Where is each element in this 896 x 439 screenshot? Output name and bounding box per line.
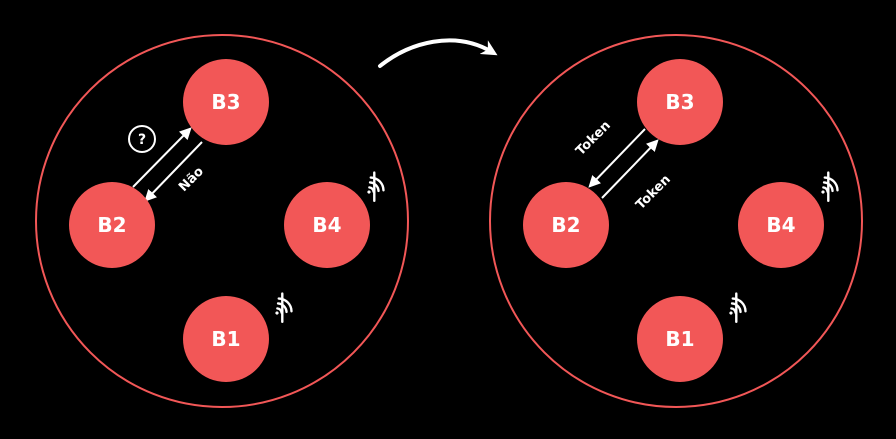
wifi-off-icon (720, 292, 752, 324)
node-b2: B2 (523, 182, 609, 268)
node-b3: B3 (183, 59, 269, 145)
node-b2: B2 (69, 182, 155, 268)
node-b4: B4 (738, 182, 824, 268)
node-b3: B3 (637, 59, 723, 145)
arrow-b3-to-b2 (588, 128, 646, 188)
svg-text:B1: B1 (665, 327, 694, 351)
right-ring: Token Token B3 B2 B4 B1 (489, 34, 863, 408)
svg-text:B3: B3 (665, 90, 694, 114)
edge-label-token-top: Token (573, 118, 614, 159)
node-b1: B1 (183, 296, 269, 382)
curved-arrow-icon (378, 38, 498, 68)
svg-text:B2: B2 (551, 213, 580, 237)
ring-outline (489, 34, 863, 408)
wifi-off-icon (812, 171, 844, 203)
arrow-b2-to-b3 (601, 139, 659, 199)
question-icon: ? (128, 125, 156, 153)
node-b4: B4 (284, 182, 370, 268)
svg-text:B3: B3 (211, 90, 240, 114)
edge-label-token-bottom: Token (633, 172, 674, 213)
wifi-off-icon (358, 171, 390, 203)
svg-text:B2: B2 (97, 213, 126, 237)
ring-outline (35, 34, 409, 408)
arrow-b3-to-b2 (144, 141, 203, 202)
edge-label-nao: Não (176, 164, 207, 195)
svg-text:?: ? (138, 132, 146, 148)
svg-text:B4: B4 (766, 213, 795, 237)
svg-text:B1: B1 (211, 327, 240, 351)
node-b1: B1 (637, 296, 723, 382)
svg-text:B4: B4 (312, 213, 341, 237)
wifi-off-icon (266, 292, 298, 324)
left-ring: ? Não B3 B2 B4 B1 (35, 34, 409, 408)
arrow-b2-to-b3 (132, 127, 192, 188)
